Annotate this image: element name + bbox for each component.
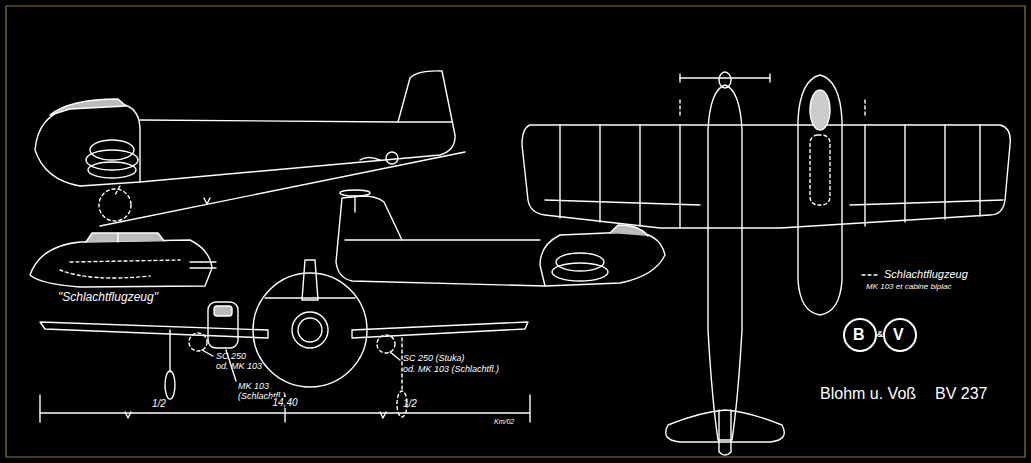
view-caption: "Schlachtflugzeug": [58, 291, 158, 304]
store-label: od. MK 103: [216, 362, 262, 372]
legend-text: Schlachtflugzeug: [884, 268, 968, 280]
attack-pod-view: [30, 233, 216, 287]
store-label: od. MK 103 (Schlachtfl.): [403, 365, 499, 375]
legend-sample: [862, 274, 880, 275]
plan-view: [522, 72, 1010, 455]
front-view: [40, 260, 530, 422]
store-label: SC 250: [216, 352, 246, 362]
dimension-label: 14,40: [272, 397, 297, 408]
logo-letter: B: [853, 326, 865, 344]
weapon-label: MK 103: [238, 382, 269, 392]
store-label: SC 250 (Stuka): [403, 354, 465, 364]
side-view-flight: [336, 196, 665, 286]
dimension-label: 1/2: [403, 398, 417, 409]
maker-name: Blohm u. Voß: [820, 385, 916, 403]
drawing-number: Km/02: [494, 418, 514, 426]
legend-note: MK 103 et cabine biplac: [866, 283, 951, 292]
logo-letter: V: [893, 326, 904, 344]
dimension-label: 1/2: [152, 398, 166, 409]
type-designation: BV 237: [935, 385, 987, 403]
side-view-ground: [35, 71, 465, 226]
logo-letter: &: [877, 330, 884, 340]
